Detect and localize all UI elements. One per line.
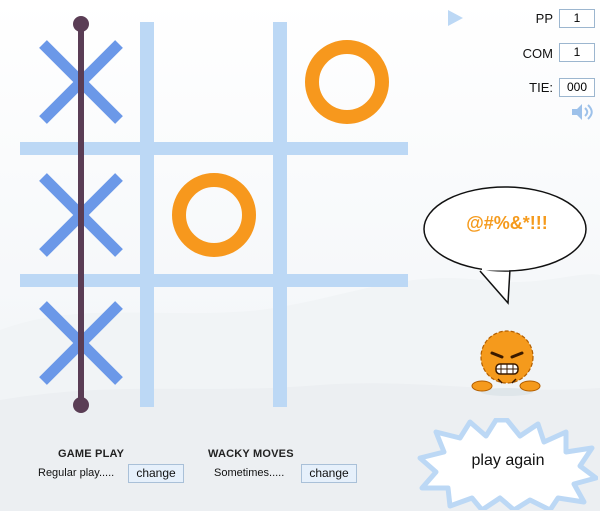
grid-line [273, 22, 287, 407]
game-play-title: GAME PLAY [58, 448, 125, 460]
grid-line [20, 274, 408, 287]
play-again-burst[interactable] [416, 418, 598, 510]
board-cell[interactable] [154, 157, 274, 273]
grid-line [140, 22, 154, 407]
game-play-value: Regular play..... [38, 467, 115, 479]
tie-score-label: TIE: [529, 80, 553, 95]
sound-icon[interactable] [570, 102, 594, 122]
grid-line [20, 142, 408, 155]
wacky-moves-title: WACKY MOVES [208, 448, 294, 460]
board-cell[interactable] [154, 24, 274, 140]
play-again-button[interactable]: play again [471, 452, 545, 469]
board-cell[interactable] [287, 24, 407, 140]
player-score-label: PP [535, 11, 553, 26]
opponent-speech: @#%&*!!! [466, 213, 548, 233]
o-mark [172, 173, 256, 257]
o-mark [305, 40, 389, 124]
opponent-character [471, 330, 541, 396]
speech-bubble [423, 186, 587, 305]
board-cell[interactable] [287, 285, 407, 401]
play-icon[interactable] [448, 10, 463, 26]
board-cell[interactable] [154, 285, 274, 401]
computer-score-value: 1 [559, 43, 595, 62]
tie-score-value: 000 [559, 78, 595, 97]
board-cell[interactable] [287, 157, 407, 273]
computer-score-label: COM [522, 46, 553, 61]
wacky-moves-change-button[interactable]: change [301, 464, 357, 483]
player-score-value: 1 [559, 9, 595, 28]
win-line [73, 16, 89, 413]
game-play-change-button[interactable]: change [128, 464, 184, 483]
wacky-moves-value: Sometimes..... [214, 467, 285, 479]
